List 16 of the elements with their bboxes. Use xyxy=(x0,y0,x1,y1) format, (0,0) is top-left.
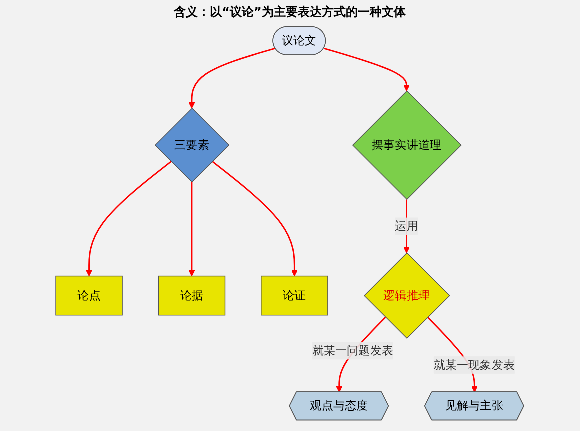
node-box: 论点 xyxy=(56,276,123,316)
node-diamond: 三要素 xyxy=(154,108,230,183)
node-box: 论证 xyxy=(261,276,328,316)
arrow xyxy=(324,48,410,92)
arrow xyxy=(188,48,276,109)
arrow xyxy=(188,182,196,277)
caption-text: 含义：以“议论”为主要表达方式的一种文体 xyxy=(173,4,407,21)
arrow xyxy=(404,200,410,254)
node-box: 论据 xyxy=(158,276,226,316)
edge-label: 就某一现象发表 xyxy=(434,358,515,372)
arrow xyxy=(212,161,298,277)
arrow xyxy=(86,161,172,277)
edge-label: 就某一问题发表 xyxy=(312,344,394,358)
node-diamond: 摆事实讲道理 xyxy=(352,90,462,200)
edge-label: 运用 xyxy=(395,219,418,233)
node-diamond: 逻辑推理 xyxy=(364,252,450,339)
